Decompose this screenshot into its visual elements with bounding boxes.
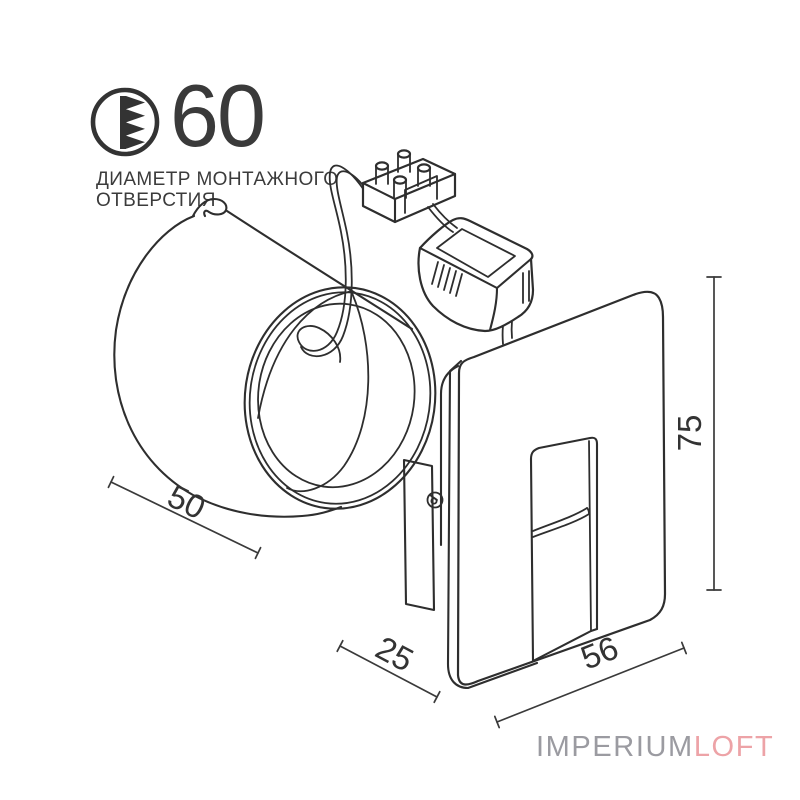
screw-icon — [426, 491, 444, 509]
driver-vent-slits — [431, 261, 463, 297]
led-driver-drawing — [417, 217, 535, 333]
light-slot-drawing — [529, 436, 599, 663]
dimension-depth-25: 25 — [336, 629, 441, 704]
mounting-cup-drawing — [113, 197, 437, 518]
dimension-25-label: 25 — [370, 629, 420, 679]
caption-line-1: ДИАМЕТР МОНТАЖНОГО — [96, 169, 339, 190]
terminal-block-drawing — [361, 149, 458, 233]
brand-secondary: LOFT — [693, 731, 775, 763]
faceplate-drawing — [446, 290, 667, 690]
supply-cable-drawing — [296, 164, 372, 363]
mounting-hole-diameter-icon — [89, 85, 163, 168]
dimension-75-label: 75 — [671, 415, 708, 452]
mounting-hole-diameter-value: 60 — [170, 66, 266, 165]
recessed-housing-drawing — [402, 364, 460, 612]
mounting-hole-caption: ДИАМЕТР МОНТАЖНОГО ОТВЕРСТИЯ — [96, 169, 338, 211]
terminal-posts — [374, 149, 432, 199]
brand-watermark: IMPERIUMLOFT — [536, 731, 774, 764]
caption-line-2: ОТВЕРСТИЯ — [96, 190, 216, 211]
dimension-50-label: 50 — [162, 477, 211, 526]
dimension-cup-50: 50 — [107, 475, 262, 560]
brand-primary: IMPERIUM — [536, 731, 694, 763]
dimension-height-75: 75 — [671, 276, 722, 591]
